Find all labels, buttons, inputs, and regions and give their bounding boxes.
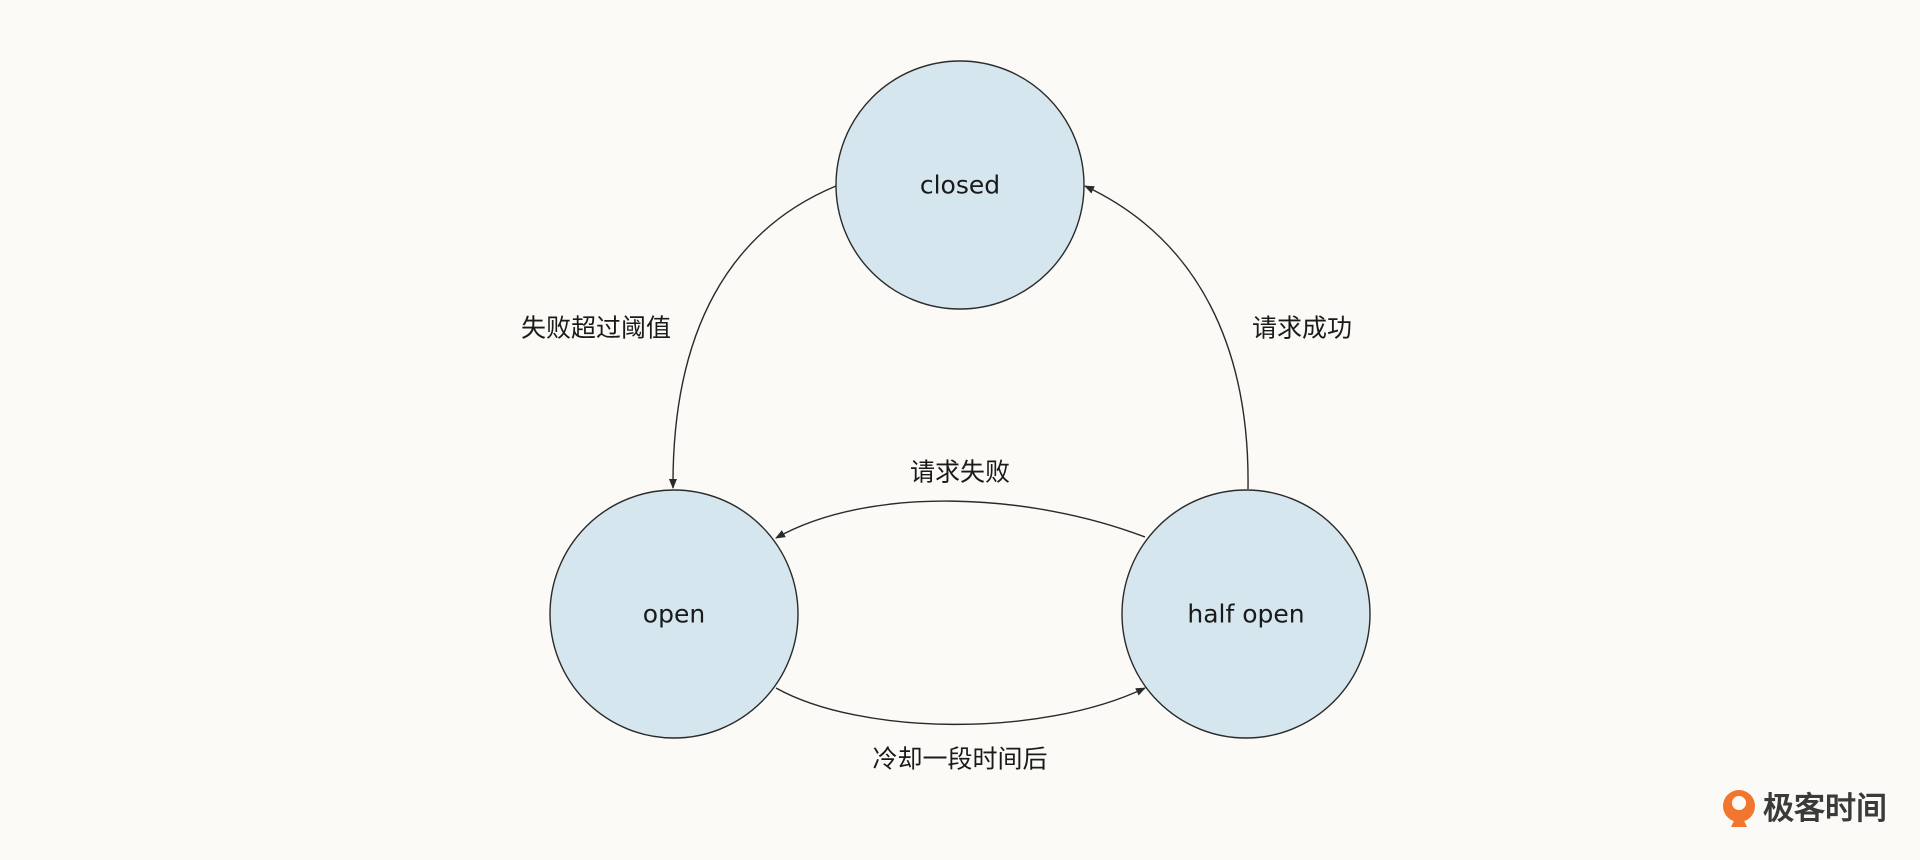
edge-label-half-open-to-closed: 请求成功	[1252, 314, 1352, 343]
edge-label-closed-to-open: 失败超过阈值	[521, 314, 671, 343]
geektime-logo-icon	[1723, 790, 1755, 827]
edge-half-open-to-closed	[1084, 185, 1249, 490]
edge-label-open-to-half-open: 冷却一段时间后	[872, 745, 1047, 774]
node-closed-label: closed	[920, 171, 1000, 200]
node-open-label: open	[643, 600, 705, 629]
brand-name: 极客时间	[1763, 791, 1887, 827]
node-half-open-label: half open	[1187, 600, 1304, 629]
node-closed: closed	[835, 60, 1085, 310]
edge-label-half-open-to-open: 请求失败	[910, 458, 1010, 487]
brand-watermark: 极客时间	[1723, 790, 1887, 827]
edge-closed-to-open	[668, 185, 837, 489]
edge-open-to-half-open	[775, 687, 1146, 726]
edge-half-open-to-open	[775, 500, 1146, 539]
node-open: open	[549, 489, 799, 739]
node-half-open: half open	[1121, 489, 1371, 739]
